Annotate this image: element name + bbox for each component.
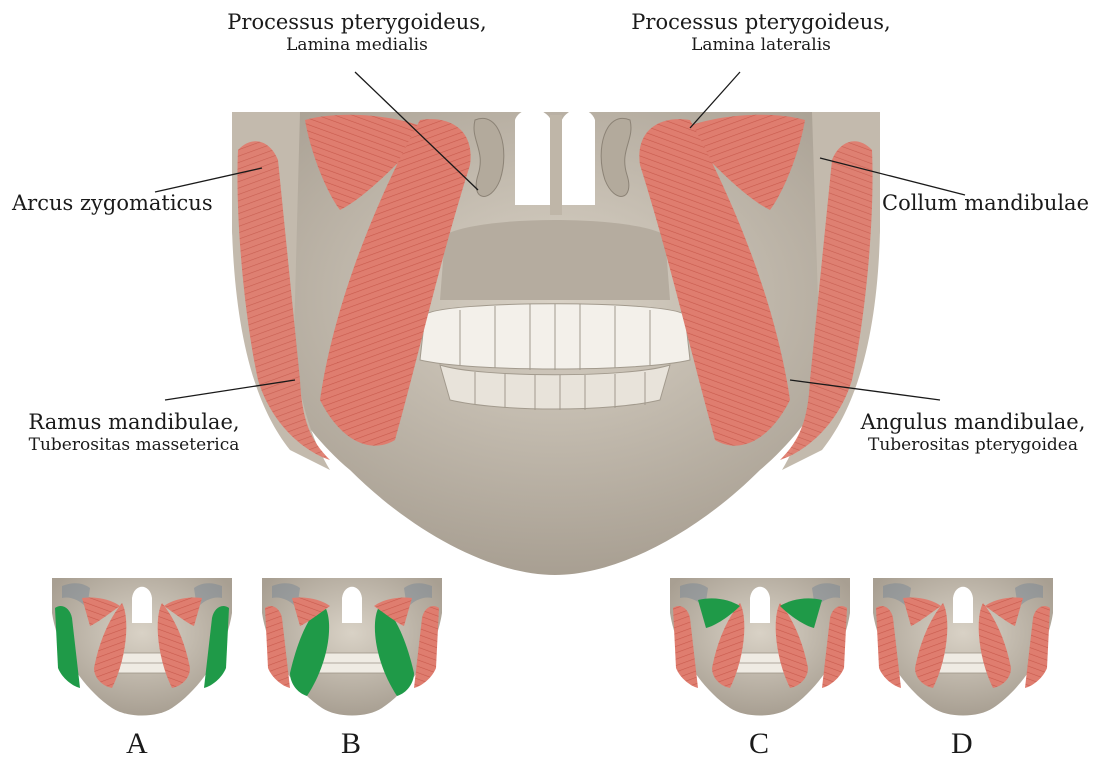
label-ramus-line2: Tuberositas masseterica <box>14 435 254 455</box>
label-lamina-medialis: Processus pterygoideus, Lamina medialis <box>222 10 492 56</box>
option-letter-c[interactable]: C <box>749 727 769 761</box>
option-b-skull[interactable] <box>262 578 442 716</box>
label-lateral-line1: Processus pterygoideus, <box>626 10 896 35</box>
label-angulus-mandibulae: Angulus mandibulae, Tuberositas pterygoi… <box>848 410 1098 456</box>
label-collum-mandibulae: Collum mandibulae <box>882 191 1089 216</box>
label-ramus-mandibulae: Ramus mandibulae, Tuberositas masseteric… <box>14 410 254 456</box>
option-d-skull[interactable] <box>873 578 1053 716</box>
upper-teeth <box>420 304 690 370</box>
label-angulus-line2: Tuberositas pterygoidea <box>848 435 1098 455</box>
hard-palate <box>440 220 670 300</box>
option-letter-a[interactable]: A <box>126 727 148 761</box>
label-angulus-line1: Angulus mandibulae, <box>848 410 1098 435</box>
label-arcus-zygomaticus: Arcus zygomaticus <box>12 191 213 216</box>
nasal-cavity <box>515 109 553 205</box>
label-lateral-line2: Lamina lateralis <box>626 35 896 55</box>
option-c-skull[interactable] <box>670 578 850 716</box>
main-skull-illustration <box>232 109 880 575</box>
label-collum-text: Collum mandibulae <box>882 191 1089 216</box>
option-a-skull[interactable] <box>52 578 232 716</box>
label-lamina-lateralis: Processus pterygoideus, Lamina lateralis <box>626 10 896 56</box>
label-ramus-line1: Ramus mandibulae, <box>14 410 254 435</box>
option-letter-d[interactable]: D <box>951 727 973 761</box>
label-medial-line1: Processus pterygoideus, <box>222 10 492 35</box>
label-arcus-text: Arcus zygomaticus <box>12 191 213 216</box>
label-medial-line2: Lamina medialis <box>222 35 492 55</box>
option-letter-b[interactable]: B <box>341 727 361 761</box>
